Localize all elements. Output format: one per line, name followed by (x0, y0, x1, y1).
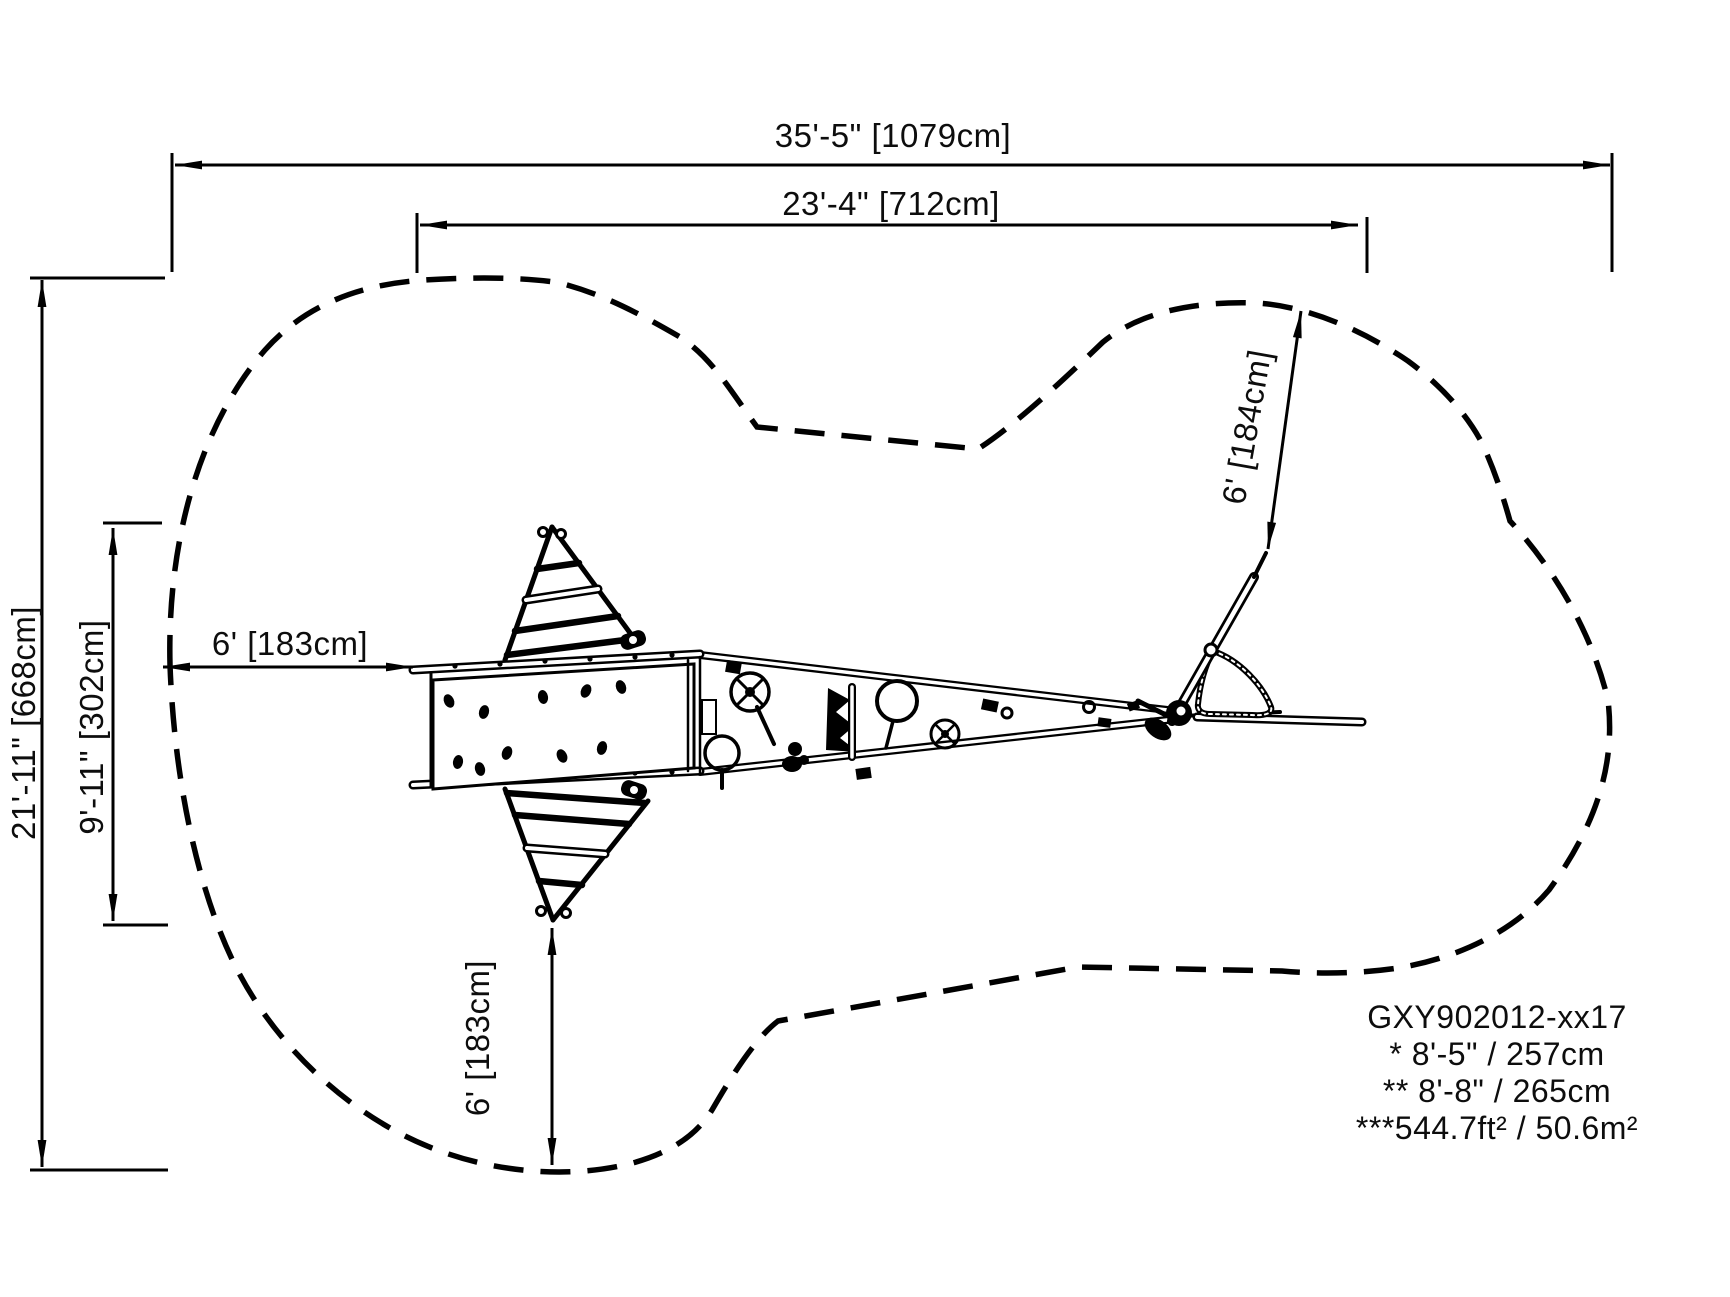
safety-zone-boundary (167, 275, 1613, 1175)
hub (1144, 700, 1192, 741)
bottom-net-climber (502, 786, 651, 923)
dim-overall-height-label: 21'-11" [668cm] (5, 605, 42, 841)
spinner-assembly (1144, 551, 1367, 741)
dim-overall-width-label: 35'-5" [1079cm] (774, 117, 1012, 154)
note-fall-height: * 8'-5" / 257cm (1389, 1036, 1605, 1072)
grip-cluster (782, 742, 809, 772)
climbing-wall-panel (429, 655, 717, 791)
play-structure (408, 524, 1367, 923)
climbing-holds (443, 680, 627, 776)
zigzag-climber (826, 688, 858, 752)
top-net-climber (502, 524, 639, 663)
dim-clearance-bottom-label: 6' [183cm] (459, 959, 496, 1117)
note-deck-height: ** 8'-8" / 265cm (1382, 1073, 1612, 1109)
truss-beam (696, 651, 1180, 776)
extension-lines (30, 153, 1614, 1172)
note-area: ***544.7ft² / 50.6m² (1355, 1110, 1639, 1146)
swivel-fittings (619, 630, 648, 800)
title-block: GXY902012-xx17 * 8'-5" / 257cm ** 8'-8" … (1262, 999, 1730, 1147)
dim-line-clearance-right (1266, 310, 1303, 550)
truss-play-elements (703, 659, 1169, 790)
model-number: GXY902012-xx17 (1367, 999, 1627, 1035)
dim-structure-width-label: 23'-4" [712cm] (782, 185, 1000, 222)
dim-structure-height-label: 9'-11" [302cm] (73, 619, 110, 835)
dim-clearance-left-label: 6' [183cm] (211, 625, 369, 662)
dimension-linework (30, 153, 1614, 1172)
